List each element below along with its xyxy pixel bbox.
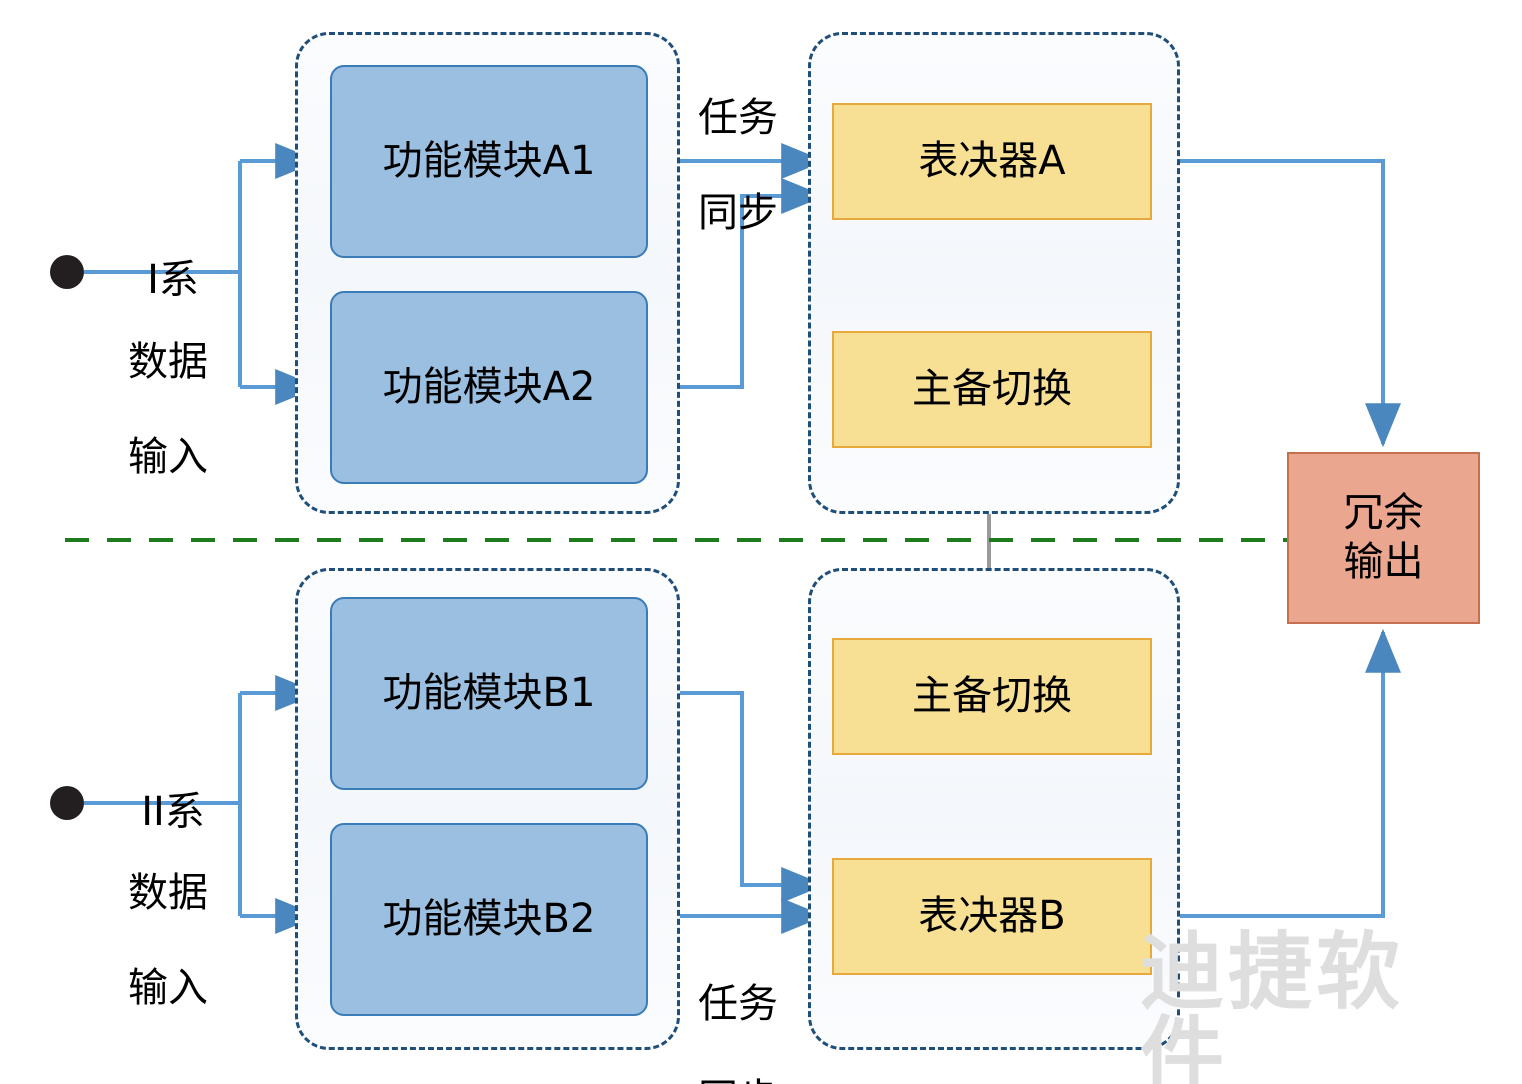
- input-label-1-line2: 数据: [128, 339, 208, 386]
- module-b2-label: 功能模块B2: [382, 896, 596, 943]
- input-terminal-dot-2: [50, 786, 84, 820]
- module-a2-label: 功能模块A2: [382, 364, 596, 411]
- input-terminal-dot-1: [50, 255, 84, 289]
- redundant-output-label: 冗余 输出: [1344, 489, 1424, 587]
- redundant-output-line2: 输出: [1343, 539, 1424, 585]
- module-b2[interactable]: 功能模块B2: [330, 823, 648, 1016]
- connector-input1-trunk: [84, 161, 242, 387]
- connector-a2-to-votera: [650, 178, 826, 389]
- input-label-2-line2: 数据: [128, 870, 208, 917]
- voter-a-label: 表决器A: [918, 138, 1066, 185]
- connector-voterb-to-output: [1152, 628, 1401, 918]
- switchover-a[interactable]: 主备切换: [832, 331, 1152, 448]
- connector-votera-to-output: [1152, 159, 1401, 448]
- switchover-b-label: 主备切换: [912, 673, 1072, 720]
- task-sync-label-bottom: 任务 同步: [690, 934, 786, 1084]
- voter-a[interactable]: 表决器A: [832, 103, 1152, 220]
- redundant-output[interactable]: 冗余 输出: [1287, 452, 1480, 624]
- voter-b-label: 表决器B: [918, 893, 1066, 940]
- connector-b1-to-voterb: [650, 691, 826, 903]
- input-label-2-system: II系: [108, 742, 238, 836]
- input-label-2-line1: II系: [141, 789, 205, 836]
- switchover-b[interactable]: 主备切换: [832, 638, 1152, 755]
- module-a2[interactable]: 功能模块A2: [330, 291, 648, 484]
- input-label-1-system: I系: [108, 210, 238, 304]
- input-label-2-line3: 输入: [128, 964, 208, 1011]
- module-a1-label: 功能模块A1: [382, 138, 596, 185]
- input-label-1-line1: I系: [147, 257, 199, 304]
- task-sync-top-line2: 同步: [698, 189, 778, 236]
- module-a1[interactable]: 功能模块A1: [330, 65, 648, 258]
- redundant-output-line1: 冗余: [1343, 490, 1424, 537]
- input-label-1-line3: 输入: [128, 433, 208, 480]
- input-label-1-data: 数据 输入: [98, 292, 238, 481]
- voter-b[interactable]: 表决器B: [832, 858, 1152, 975]
- module-b1-label: 功能模块B1: [382, 670, 596, 717]
- task-sync-bottom-line1: 任务: [698, 981, 778, 1028]
- switchover-a-label: 主备切换: [912, 366, 1072, 413]
- task-sync-top-line1: 任务: [698, 95, 778, 142]
- connector-input2-trunk: [84, 693, 242, 916]
- module-b1[interactable]: 功能模块B1: [330, 597, 648, 790]
- task-sync-bottom-line2: 同步: [698, 1076, 778, 1084]
- input-label-2-data: 数据 输入: [98, 823, 238, 1012]
- task-sync-label-top: 任务 同步: [690, 48, 786, 237]
